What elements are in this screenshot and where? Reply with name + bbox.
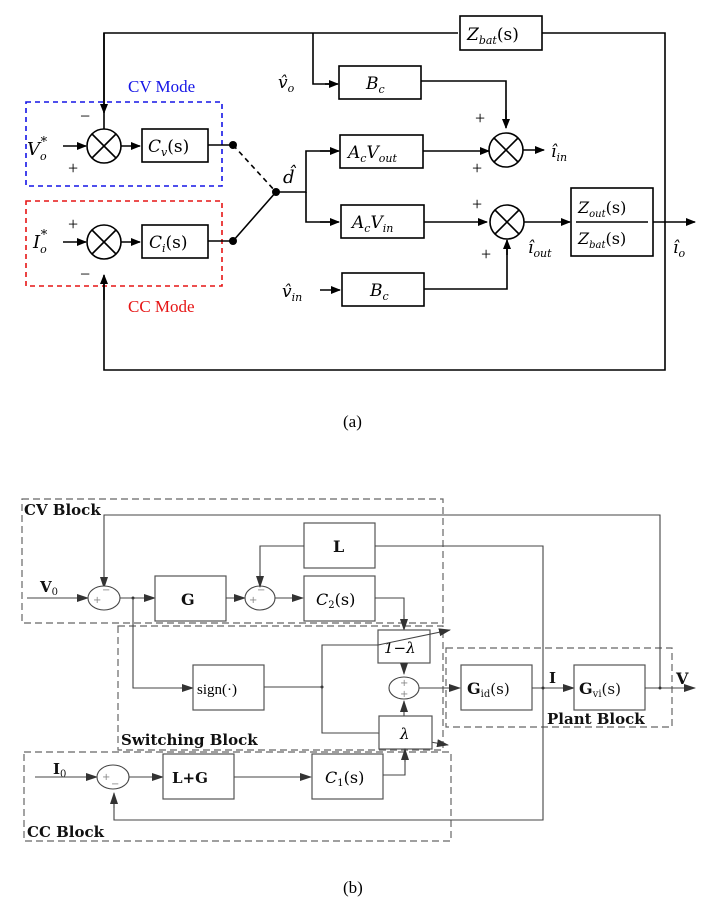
c1-output-line (383, 752, 406, 776)
vo-ref-label: Vo* (27, 135, 48, 163)
gid-block (460, 664, 533, 711)
minus-sign: − (111, 779, 119, 790)
caption-b: (b) (343, 878, 363, 897)
plus-sign: + (472, 194, 482, 214)
vo-branch-line (312, 33, 336, 85)
minus-sign: − (80, 106, 90, 126)
acvin-block (340, 204, 425, 239)
sum-junction-iout (489, 204, 525, 240)
bc-bottom-block (341, 272, 425, 307)
cv-controller-block (141, 128, 209, 163)
zbat-label: Zbat(s) (466, 25, 519, 47)
current-feedback-line (103, 32, 666, 371)
cv-mode-label: CV Mode (128, 77, 195, 96)
g-block (154, 575, 227, 622)
vo-hat-label: v̂o (278, 73, 295, 95)
sum-junction-iin (488, 132, 524, 168)
switch-cv-position-dashed (232, 144, 277, 193)
cc-block-label: CC Block (27, 823, 105, 841)
plus-sign: + (68, 158, 78, 178)
sign-to-lower-gain-line (321, 687, 378, 734)
c1-block (311, 753, 384, 800)
sign-block (192, 664, 265, 711)
gid-label: Gid(s) (467, 679, 510, 700)
ratio-numerator: Zout(s) (577, 198, 626, 220)
plus-sign: + (400, 689, 408, 700)
minus-sign: − (257, 585, 265, 596)
cv-block-region (21, 498, 444, 624)
switching-block-label: Switching Block (121, 731, 258, 749)
cc-block-region (23, 751, 452, 842)
i0-label: I0 (53, 760, 66, 780)
v-label: V (675, 669, 689, 688)
plant-block-label: Plant Block (547, 710, 645, 728)
iin-hat-label: îin (551, 142, 567, 164)
cc-mode-region (25, 200, 223, 287)
ratio-denominator: Zbat(s) (577, 229, 626, 251)
l-to-sum-line (259, 545, 304, 584)
cc-controller-block (141, 224, 209, 259)
d-branch-lower (305, 192, 338, 223)
cc-controller-label: Ci(s) (149, 233, 188, 255)
cv-block-label: CV Block (24, 501, 101, 519)
vin-hat-label: v̂in (282, 282, 302, 304)
plus-sign: + (249, 595, 257, 606)
gvi-label: Gvi(s) (579, 679, 621, 700)
io-hat-label: îo (673, 238, 685, 260)
diagram-a: CV Mode CC Mode Zbat(s) v̂o Bc + + îin (25, 15, 696, 431)
cv-mode-region (25, 101, 223, 187)
acvin-label: AcVin (350, 213, 393, 235)
diagram-b: CV Block Switching Block Plant Block CC … (21, 498, 696, 897)
switch-arm[interactable] (232, 191, 277, 242)
i-feedback-line (113, 545, 544, 821)
plus-sign: + (93, 595, 101, 606)
sum-junction-cv (86, 128, 122, 164)
sum-junction-cc (86, 224, 122, 260)
variable-gain-arrow-upper (377, 628, 451, 646)
zbat-block (459, 15, 543, 51)
bc-top-label: Bc (365, 74, 385, 96)
v-feedback-line (103, 514, 661, 688)
lg-label: L+G (172, 769, 208, 787)
minus-sign: − (102, 585, 110, 596)
c2-label: C2(s) (316, 590, 355, 611)
bc-bottom-output-line (424, 243, 508, 290)
v-branch-node (658, 686, 662, 690)
plus-sign: + (400, 678, 408, 689)
bc-top-output-line (421, 80, 507, 125)
caption-a: (a) (343, 412, 362, 431)
i-label: I (549, 669, 556, 687)
bc-top-block (338, 65, 422, 100)
l-label: L (333, 537, 344, 556)
plus-sign: + (102, 772, 110, 783)
cv-controller-label: Cv(s) (148, 137, 189, 159)
one-minus-lambda-label: 1−λ (384, 639, 416, 657)
v0-label: V0 (39, 578, 58, 598)
bc-bottom-label: Bc (369, 281, 389, 303)
g-label: G (181, 590, 195, 609)
sign-to-upper-gain-line (321, 644, 378, 687)
cc-mode-label: CC Mode (128, 297, 195, 316)
acvout-label: AcVout (346, 143, 397, 165)
io-ref-label: Io* (32, 228, 48, 256)
i-branch-node (541, 686, 545, 690)
minus-sign: − (80, 264, 90, 284)
sign-label: sign(·) (197, 682, 237, 698)
plus-sign: + (481, 244, 491, 264)
acvout-block (339, 134, 424, 169)
plus-sign: + (475, 108, 485, 128)
plus-sign: + (472, 158, 482, 178)
lambda-label: λ (399, 725, 410, 743)
iout-hat-label: îout (528, 238, 552, 260)
c1-label: C1(s) (325, 768, 364, 789)
error-to-sign-line (132, 598, 190, 689)
d-hat-label: d̂ (283, 163, 297, 188)
plus-sign: + (68, 214, 78, 234)
c2-output-line (375, 597, 405, 626)
